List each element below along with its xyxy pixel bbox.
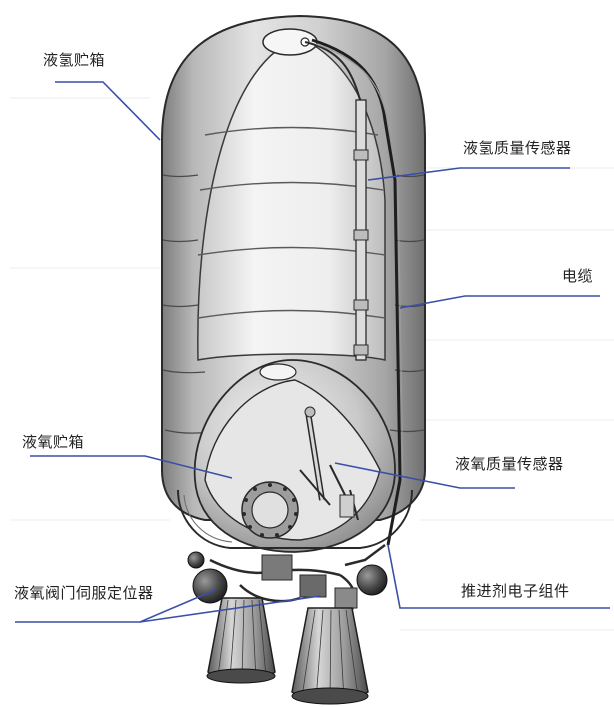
cable-run xyxy=(311,38,404,546)
aft-skirt xyxy=(177,489,413,549)
leader-valve-servo-2 xyxy=(139,595,321,623)
leader-lh2-tank xyxy=(55,81,161,141)
leader-prop-electronics xyxy=(387,544,610,609)
lox-tank xyxy=(193,359,396,553)
label-propellant-electronics: 推进剂电子组件 xyxy=(461,582,570,600)
leader-lox-tank xyxy=(30,455,233,479)
label-lox-tank: 液氧贮箱 xyxy=(22,433,85,451)
label-lox-mass-sensor: 液氧质量传感器 xyxy=(455,455,564,473)
lh2-sensor-probe xyxy=(304,41,369,361)
engine-section xyxy=(187,544,388,705)
label-lh2-tank: 液氢贮箱 xyxy=(43,51,106,69)
leader-lox-sensor xyxy=(334,462,515,489)
leader-cable xyxy=(399,295,600,309)
leader-lines xyxy=(15,81,610,623)
label-cable: 电缆 xyxy=(562,267,594,285)
background-guides xyxy=(10,97,614,631)
leader-lh2-sensor xyxy=(367,167,570,181)
label-lox-valve-servo-positioner: 液氧阀门伺服定位器 xyxy=(14,584,154,602)
label-lh2-mass-sensor: 液氢质量传感器 xyxy=(463,139,572,157)
